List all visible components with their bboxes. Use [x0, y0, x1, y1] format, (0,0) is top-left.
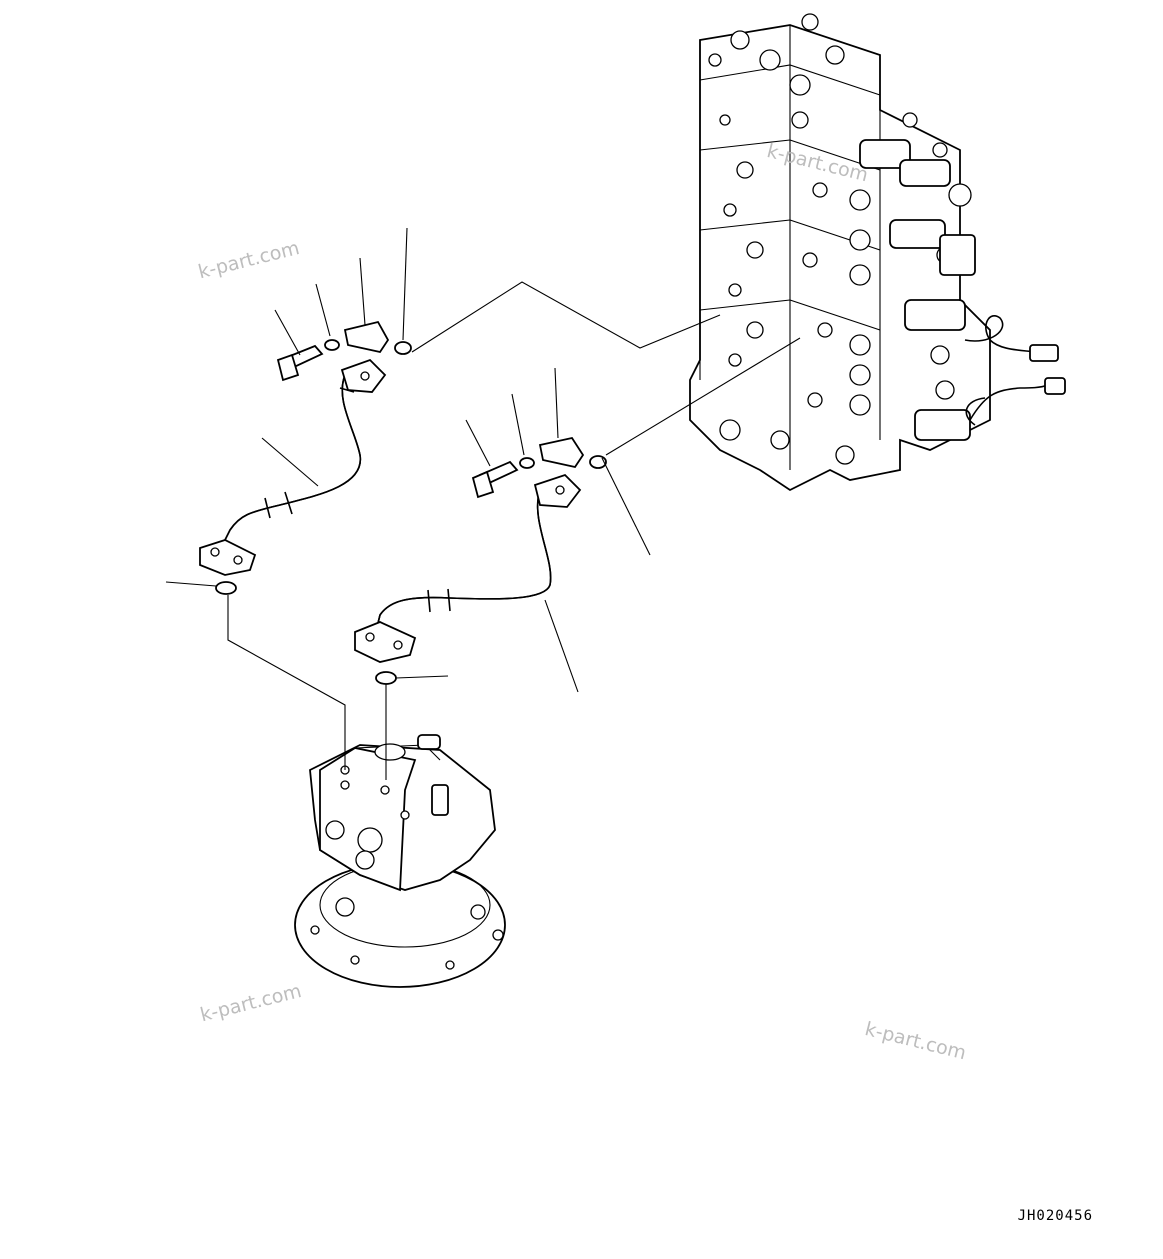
hose-assembly-left [199, 358, 387, 576]
swing-motor-assembly [294, 734, 506, 988]
leader-lines [165, 227, 801, 780]
fastener-group-left [276, 320, 412, 382]
hose-assembly-center [354, 473, 582, 663]
drawing-code: JH020456 [1017, 1208, 1093, 1224]
control-valve-assembly [689, 13, 1066, 492]
